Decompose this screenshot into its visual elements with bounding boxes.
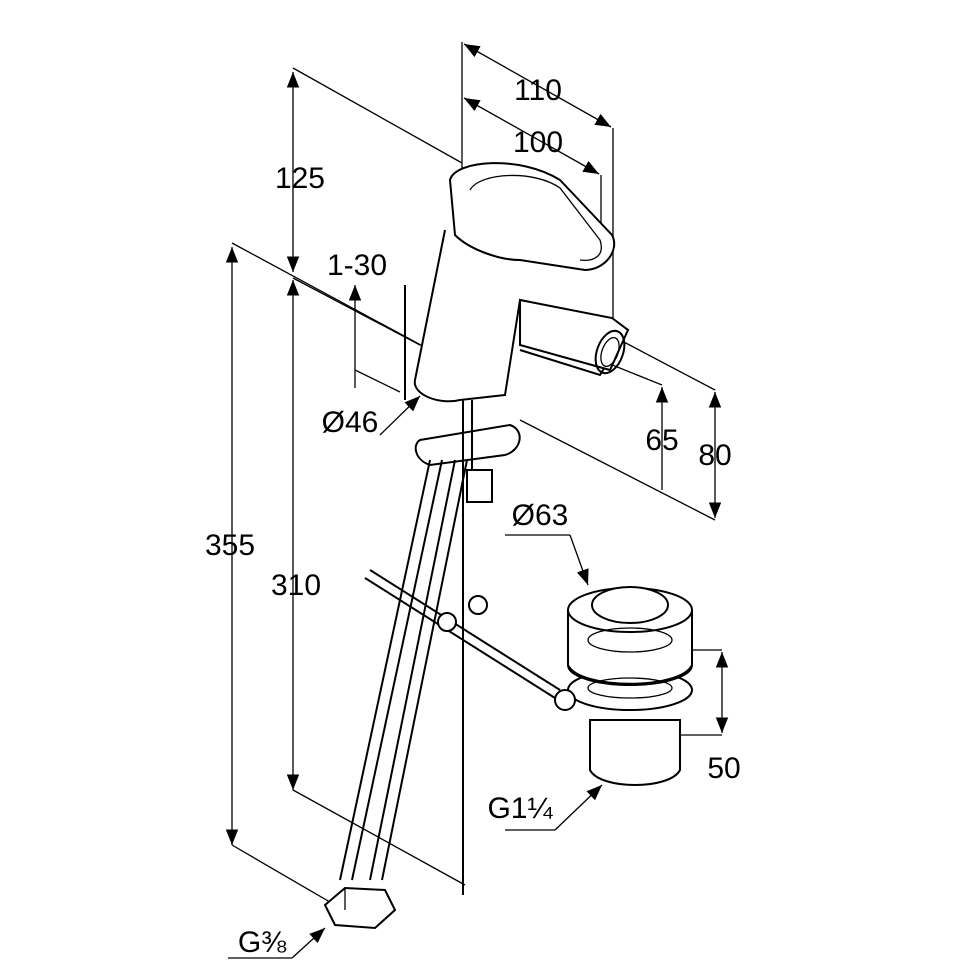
- hoses: [323, 459, 468, 930]
- dim-diameter-46: Ø46: [322, 406, 379, 439]
- dim-80: 80: [698, 439, 731, 472]
- dim-125: 125: [275, 162, 325, 195]
- dimension-labels: 110 100 125 1-30 Ø46 65 80 Ø63 355 310 5…: [205, 74, 741, 959]
- thread-g3-8: G⅜: [238, 926, 287, 959]
- dim-310: 310: [271, 569, 321, 602]
- waste-valve: [554, 586, 693, 786]
- dim-diameter-63: Ø63: [512, 499, 569, 532]
- dim-355: 355: [205, 529, 255, 562]
- pop-up-rod: [364, 569, 561, 699]
- dim-110: 110: [514, 74, 562, 107]
- dimension-lines: [225, 42, 729, 959]
- dim-50: 50: [707, 752, 740, 785]
- faucet-body: [404, 162, 630, 895]
- thread-g1-1-4: G1¼: [487, 792, 553, 825]
- dim-100: 100: [513, 126, 563, 159]
- dim-1-30: 1-30: [327, 249, 387, 282]
- dim-65: 65: [645, 424, 678, 457]
